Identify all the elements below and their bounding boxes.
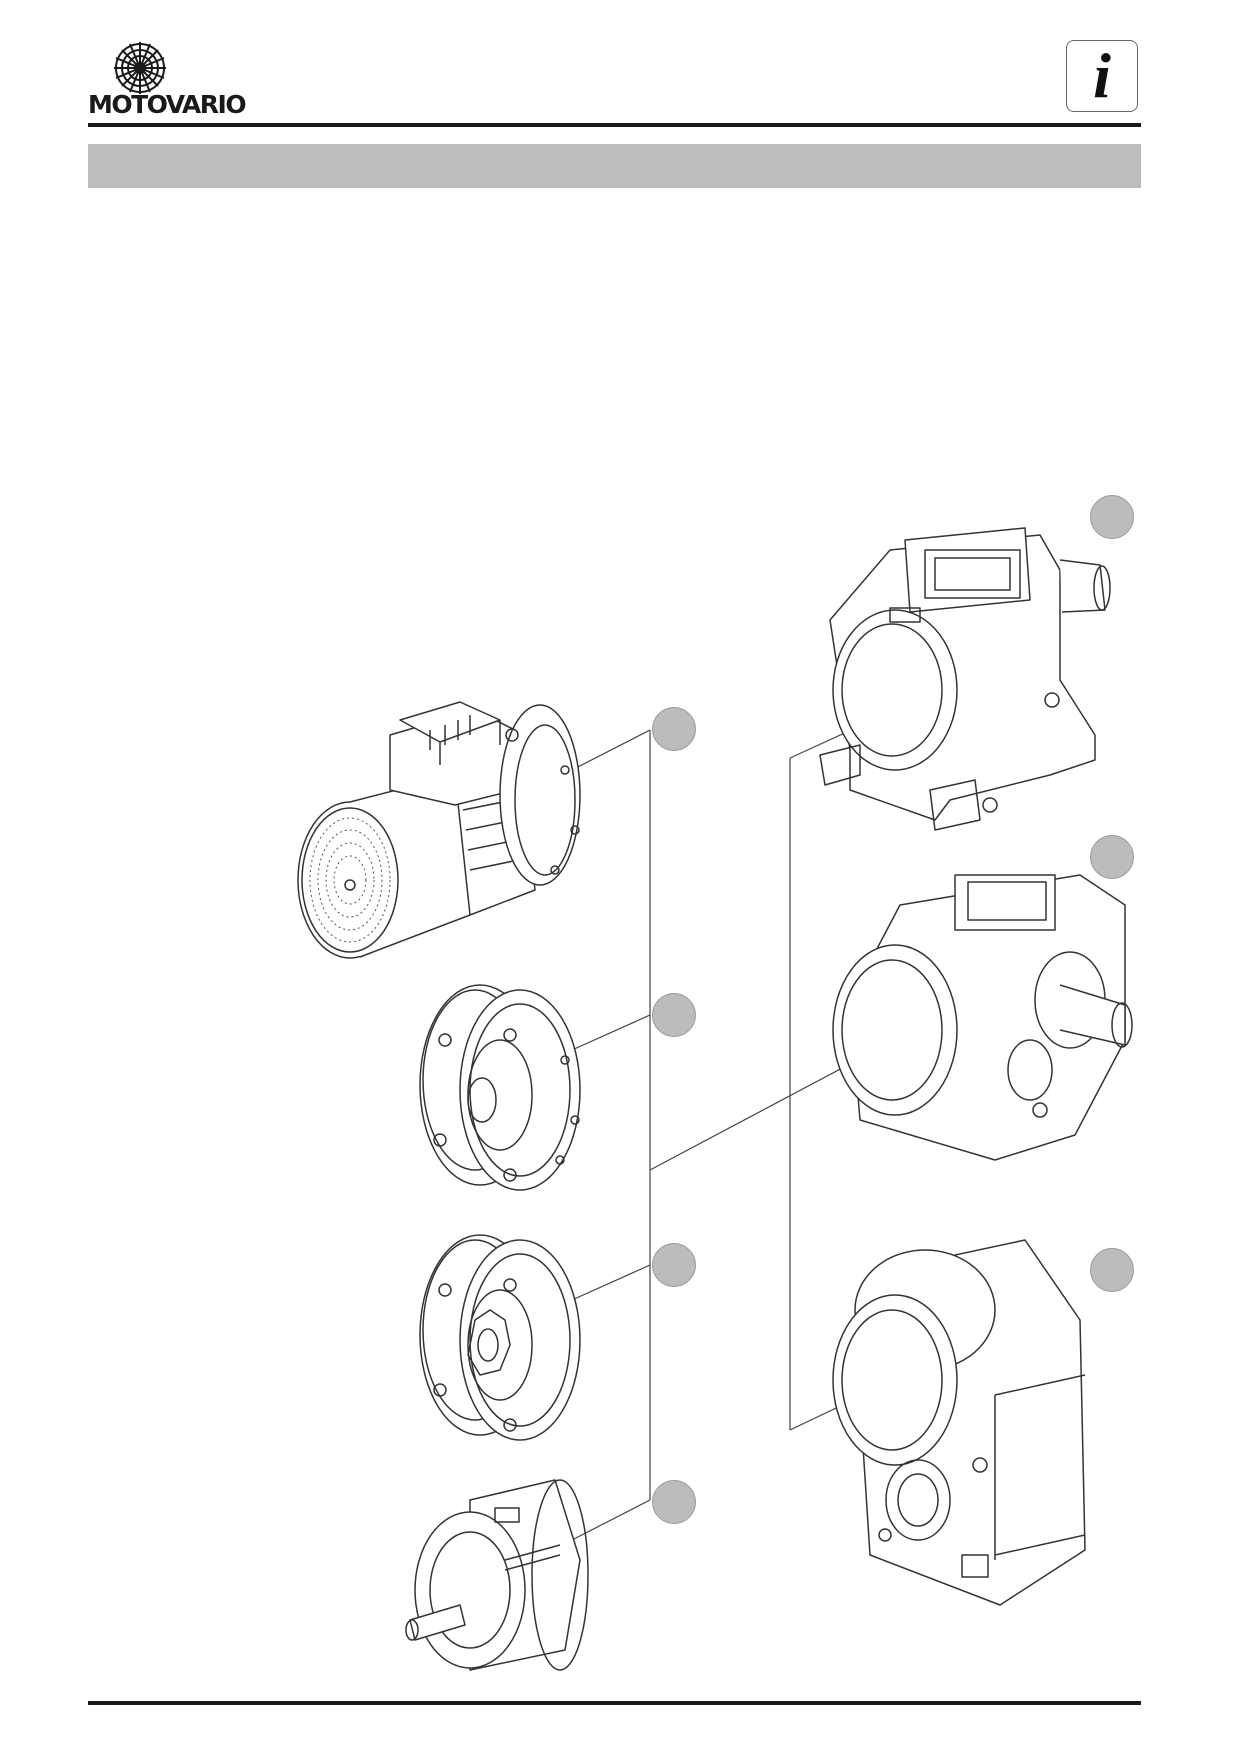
callout-marker-flange-2 — [652, 1243, 696, 1287]
starburst-gear-icon — [114, 42, 166, 94]
shaft-mounted-gearbox-drawing — [832, 1239, 1086, 1606]
input-shaft-unit-drawing — [405, 1479, 589, 1671]
brand-name: MOTOVARIO — [88, 90, 247, 119]
flange-adapter-shaft-drawing — [419, 984, 581, 1191]
top-rule — [88, 123, 1141, 127]
helical-bevel-gearbox-drawing — [832, 874, 1133, 1161]
info-glyph: i — [1093, 40, 1111, 111]
helical-gearbox-drawing — [819, 527, 1111, 831]
callout-marker-shaft-mounted — [1090, 1248, 1134, 1292]
bottom-rule — [88, 1701, 1141, 1705]
callout-marker-input-shaft — [652, 1480, 696, 1524]
flange-adapter-coupling-drawing — [419, 1234, 581, 1441]
callout-marker-motor — [652, 707, 696, 751]
callout-marker-bevel-gearbox — [1090, 835, 1134, 879]
info-i-icon: i — [1066, 40, 1138, 112]
brand-logo: MOTOVARIO — [88, 40, 264, 120]
electric-motor-drawing — [297, 701, 581, 959]
callout-marker-flange-1 — [652, 993, 696, 1037]
callout-marker-helical-gearbox — [1090, 495, 1134, 539]
section-band — [88, 144, 1141, 188]
